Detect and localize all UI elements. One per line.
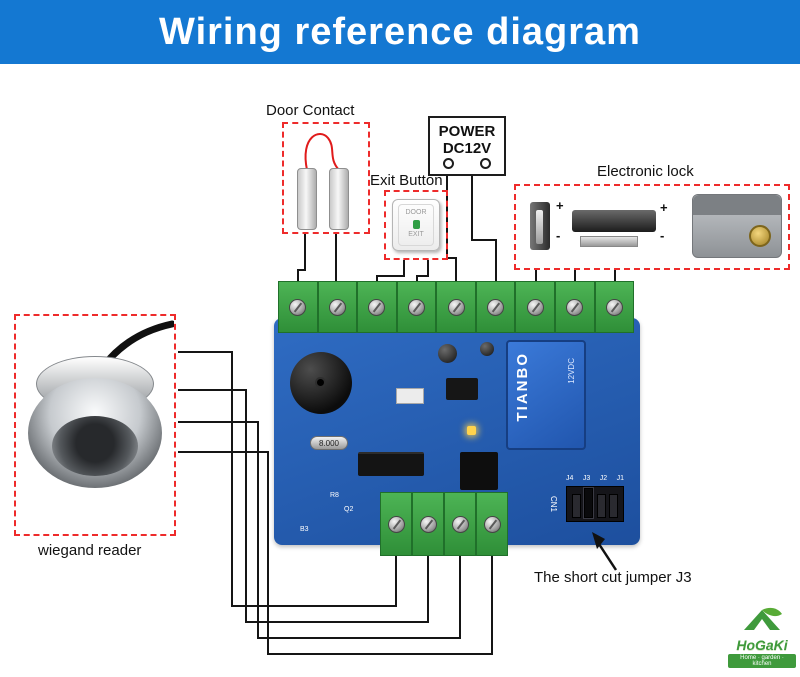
wiegand-reader-label: wiegand reader bbox=[38, 542, 142, 559]
screw-terminal bbox=[447, 298, 465, 316]
power-terminal-negative bbox=[480, 158, 491, 169]
capacitor bbox=[480, 342, 494, 356]
magnetic-lock bbox=[572, 210, 656, 232]
silkscreen-text: B3 bbox=[300, 526, 309, 533]
electronic-lock-label: Electronic lock bbox=[597, 163, 694, 180]
polarity-plus: + bbox=[660, 200, 668, 215]
screw-terminal bbox=[487, 298, 505, 316]
silkscreen-text: R8 bbox=[330, 492, 339, 499]
terminal-cell bbox=[594, 281, 635, 333]
ic-chip-main bbox=[358, 452, 424, 476]
screw-terminal bbox=[387, 515, 405, 533]
screw-terminal bbox=[407, 298, 425, 316]
terminal-cell bbox=[444, 492, 476, 556]
logo-tagline: Home · garden · kitchen bbox=[728, 654, 796, 668]
connector-cn1-label: CN1 bbox=[549, 496, 558, 513]
page-title: Wiring reference diagram bbox=[0, 0, 800, 64]
screw-terminal bbox=[451, 515, 469, 533]
rim-lock-cylinder bbox=[749, 225, 771, 247]
screw-terminal bbox=[483, 515, 501, 533]
relay-voltage-label: 12VDC bbox=[567, 358, 576, 384]
electronic-lock-box: + - + - bbox=[514, 184, 790, 270]
exit-key-icon bbox=[412, 219, 420, 229]
exit-button-label: Exit Button bbox=[370, 172, 443, 189]
smd-component bbox=[396, 388, 424, 404]
terminal-cell bbox=[476, 492, 508, 556]
status-led bbox=[467, 426, 476, 435]
power-voltage: DC12V bbox=[442, 140, 492, 158]
ic-chip-square bbox=[460, 452, 498, 490]
jumper-cap-j3 bbox=[583, 487, 595, 519]
door-contact-wire-icon bbox=[304, 133, 340, 171]
bolt-lock-core bbox=[536, 210, 543, 244]
terminal-block-top bbox=[278, 281, 635, 333]
screw-terminal bbox=[368, 298, 386, 316]
brand-logo: HoGaKi Home · garden · kitchen bbox=[728, 606, 796, 668]
bolt-lock bbox=[530, 202, 550, 250]
door-sensor-left bbox=[297, 168, 317, 230]
rim-lock-top bbox=[693, 195, 781, 215]
jumper-header bbox=[566, 486, 624, 522]
logo-name: HoGaKi bbox=[736, 637, 788, 653]
crystal-oscillator: 8.000 bbox=[310, 436, 348, 450]
polarity-minus: - bbox=[660, 228, 665, 243]
terminal-cell bbox=[412, 492, 444, 556]
terminal-cell bbox=[357, 281, 397, 333]
exit-button-text-bottom: EXIT bbox=[408, 230, 424, 238]
screw-terminal bbox=[328, 298, 346, 316]
polarity-plus: + bbox=[556, 198, 564, 213]
terminal-cell bbox=[278, 281, 318, 333]
power-terminal-positive bbox=[443, 158, 454, 169]
exit-button-box: DOOR EXIT bbox=[384, 190, 448, 260]
jumper-note: The short cut jumper J3 bbox=[534, 569, 692, 586]
logo-leaf-house-icon bbox=[744, 607, 782, 630]
exit-button-plate: DOOR EXIT bbox=[398, 204, 434, 246]
terminal-cell bbox=[436, 281, 476, 333]
power-supply-box: POWER DC12V bbox=[428, 116, 506, 176]
screw-terminal bbox=[526, 298, 544, 316]
capacitor bbox=[438, 344, 457, 363]
buzzer-hole bbox=[315, 377, 326, 388]
jumper-pin bbox=[596, 494, 606, 518]
terminal-cell bbox=[380, 492, 412, 556]
jumper-label-j4: J4 bbox=[566, 475, 574, 482]
screw-terminal bbox=[605, 298, 623, 316]
ic-chip-small bbox=[446, 378, 478, 400]
door-contact-label: Door Contact bbox=[266, 102, 355, 119]
terminal-cell bbox=[396, 281, 437, 333]
door-contact-box bbox=[282, 122, 370, 234]
terminal-cell bbox=[317, 281, 358, 333]
relay-brand-label: TIANBO bbox=[514, 352, 531, 422]
wiegand-reader-box bbox=[14, 314, 176, 536]
terminal-block-bottom bbox=[380, 492, 508, 556]
buzzer bbox=[290, 352, 352, 414]
rim-lock bbox=[692, 194, 782, 258]
power-title: POWER bbox=[438, 123, 496, 140]
exit-button-text-top: DOOR bbox=[405, 209, 427, 216]
door-sensor-right bbox=[329, 168, 349, 230]
silkscreen-text: Q2 bbox=[344, 506, 354, 513]
jumper-labels: J4 J3 J2 J1 bbox=[566, 475, 624, 482]
terminal-cell bbox=[475, 281, 516, 333]
jumper-pin bbox=[609, 494, 619, 518]
relay: TIANBO 12VDC bbox=[506, 340, 586, 450]
screw-terminal bbox=[289, 298, 307, 316]
jumper-label-j1: J1 bbox=[616, 475, 624, 482]
jumper-label-j2: J2 bbox=[599, 475, 608, 482]
terminal-cell bbox=[554, 281, 595, 333]
screw-terminal bbox=[566, 298, 584, 316]
jumper-pin bbox=[571, 494, 581, 518]
reader-inner-ring bbox=[52, 416, 138, 476]
screw-terminal bbox=[419, 515, 437, 533]
terminal-cell bbox=[515, 281, 555, 333]
exit-button: DOOR EXIT bbox=[392, 199, 440, 251]
magnetic-lock-plate bbox=[580, 236, 638, 247]
polarity-minus: - bbox=[556, 228, 561, 243]
jumper-label-j3: J3 bbox=[582, 475, 591, 482]
